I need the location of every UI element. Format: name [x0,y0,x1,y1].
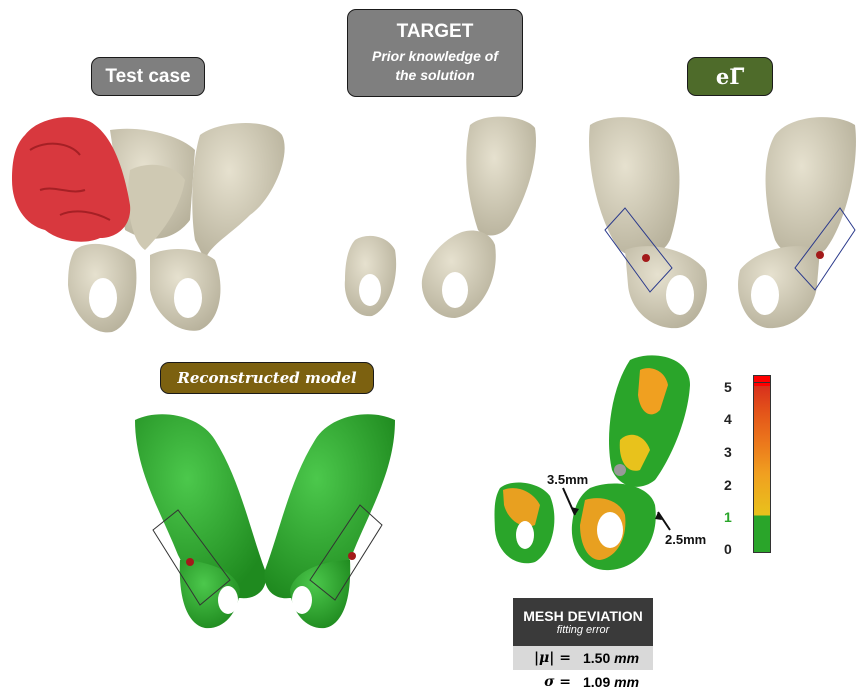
mesh-deviation-pelvis [495,355,690,570]
std-error-row: σ = 1.09 mm [513,670,653,694]
tick-4: 4 [724,411,732,427]
color-scale: 5 4 3 2 1 0 [720,373,790,558]
distance-label-left: 3.5mm [547,472,588,487]
color-scale-top-cap [753,375,771,383]
tick-5: 5 [724,379,732,395]
tick-2: 2 [724,477,732,493]
distance-label-right: 2.5mm [665,532,706,547]
tick-0: 0 [724,541,732,557]
egamma-pelvis [589,117,856,328]
mean-error-row: |μ| = 1.50 mm [513,646,653,670]
mesh-deviation-header: MESH DEVIATION fitting error [513,598,653,646]
target-pelvis [345,117,536,318]
mesh-deviation-table: MESH DEVIATION fitting error |μ| = 1.50 … [513,598,653,694]
reconstructed-pelvis [135,414,395,628]
tick-1: 1 [724,509,732,525]
color-scale-bar [753,378,771,553]
tick-3: 3 [724,444,732,460]
